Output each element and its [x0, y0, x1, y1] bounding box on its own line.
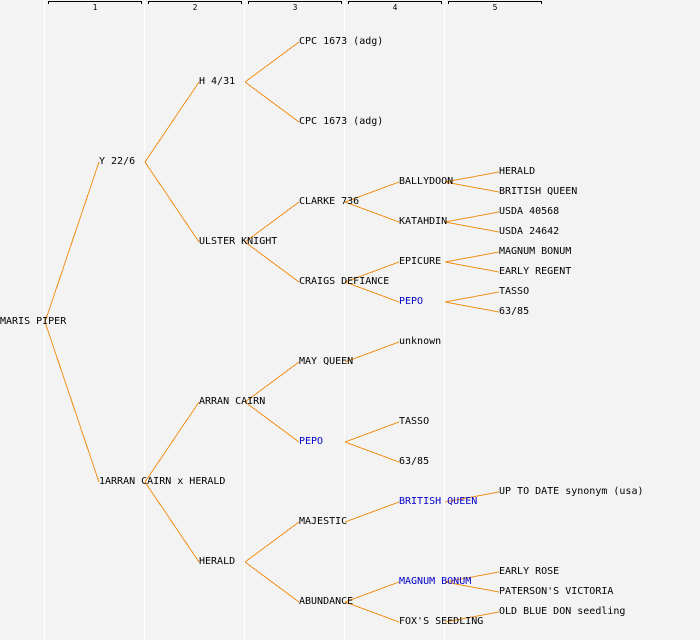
parent-link: [244, 41, 300, 83]
ancestor-variety[interactable]: FOX'S SEEDLING: [399, 616, 484, 627]
parent-link: [244, 561, 300, 603]
ancestor-variety[interactable]: BRITISH QUEEN: [499, 186, 578, 197]
parent-link: [444, 491, 500, 503]
parent-link: [344, 601, 400, 623]
parent-link: [244, 201, 300, 243]
parent-link: [444, 571, 500, 583]
ancestor-variety[interactable]: CPC 1673 (adg): [299, 36, 384, 47]
parent-link: [344, 441, 400, 463]
parent-link: [344, 581, 400, 603]
parent-link: [444, 291, 500, 303]
ancestor-variety[interactable]: USDA 40568: [499, 206, 560, 217]
generation-bracket: [448, 1, 542, 4]
parent-link: [244, 361, 300, 403]
root-variety[interactable]: MARIS PIPER: [0, 316, 67, 327]
generation-number: 1: [92, 3, 98, 12]
generation-bracket: [148, 1, 242, 4]
parent-link: [444, 301, 500, 313]
parent-link: [244, 241, 300, 283]
ancestor-variety[interactable]: BRITISH QUEEN: [399, 496, 478, 507]
ancestor-variety[interactable]: ARRAN CAIRN: [199, 396, 266, 407]
ancestor-variety[interactable]: EPICURE: [399, 256, 442, 267]
generation-bracket: [48, 1, 142, 4]
ancestor-variety[interactable]: BALLYDOON: [399, 176, 454, 187]
parent-link: [244, 401, 300, 443]
parent-link: [344, 261, 400, 283]
column-separator: [144, 0, 145, 640]
ancestor-variety[interactable]: ABUNDANCE: [299, 596, 354, 607]
parent-link: [44, 161, 100, 323]
ancestor-variety[interactable]: ULSTER KNIGHT: [199, 236, 278, 247]
parent-link: [244, 81, 300, 123]
generation-number: 2: [192, 3, 198, 12]
generation-number: 4: [392, 3, 398, 12]
ancestor-variety[interactable]: PATERSON'S VICTORIA: [499, 586, 614, 597]
ancestor-variety[interactable]: USDA 24642: [499, 226, 560, 237]
column-separator: [444, 0, 445, 640]
ancestor-variety[interactable]: UP TO DATE synonym (usa): [499, 486, 644, 497]
generation-bracket: [248, 1, 342, 4]
ancestor-variety[interactable]: HERALD: [499, 166, 536, 177]
parent-link: [344, 501, 400, 523]
column-separator: [344, 0, 345, 640]
parent-link: [444, 181, 500, 193]
ancestor-variety[interactable]: MAGNUM BONUM: [399, 576, 472, 587]
ancestor-variety[interactable]: 63/85: [399, 456, 430, 467]
ancestor-variety[interactable]: MAGNUM BONUM: [499, 246, 572, 257]
ancestor-variety[interactable]: TASSO: [499, 286, 530, 297]
ancestor-variety[interactable]: unknown: [399, 336, 442, 347]
parent-link: [444, 171, 500, 183]
ancestor-variety[interactable]: CPC 1673 (adg): [299, 116, 384, 127]
parent-link: [244, 521, 300, 563]
ancestor-variety[interactable]: PEPO: [399, 296, 424, 307]
ancestor-variety[interactable]: Y 22/6: [99, 156, 136, 167]
ancestor-variety[interactable]: H 4/31: [199, 76, 236, 87]
generation-number: 3: [292, 3, 298, 12]
parent-link: [444, 581, 500, 593]
parent-link: [444, 221, 500, 233]
parent-link: [444, 251, 500, 263]
generation-number: 5: [492, 3, 498, 12]
ancestor-variety[interactable]: CRAIGS DEFIANCE: [299, 276, 390, 287]
ancestor-variety[interactable]: EARLY ROSE: [499, 566, 560, 577]
parent-link: [444, 261, 500, 273]
parent-link: [144, 401, 200, 483]
ancestor-variety[interactable]: 1ARRAN CAIRN x HERALD: [99, 476, 226, 487]
parent-link: [144, 81, 200, 163]
parent-link: [344, 181, 400, 203]
ancestor-variety[interactable]: 63/85: [499, 306, 530, 317]
ancestor-variety[interactable]: OLD BLUE DON seedling: [499, 606, 626, 617]
parent-link: [44, 321, 100, 483]
ancestor-variety[interactable]: KATAHDIN: [399, 216, 448, 227]
generation-bracket: [348, 1, 442, 4]
ancestor-variety[interactable]: MAY QUEEN: [299, 356, 354, 367]
column-separator: [244, 0, 245, 640]
column-separator: [44, 0, 45, 640]
parent-link: [344, 421, 400, 443]
parent-link: [144, 161, 200, 243]
parent-link: [344, 201, 400, 223]
parent-link: [344, 341, 400, 363]
ancestor-variety[interactable]: HERALD: [199, 556, 236, 567]
ancestor-variety[interactable]: TASSO: [399, 416, 430, 427]
parent-link: [344, 281, 400, 303]
parent-link: [444, 211, 500, 223]
ancestor-variety[interactable]: PEPO: [299, 436, 324, 447]
parent-link: [144, 481, 200, 563]
ancestor-variety[interactable]: EARLY REGENT: [499, 266, 572, 277]
ancestor-variety[interactable]: MAJESTIC: [299, 516, 348, 527]
ancestor-variety[interactable]: CLARKE 736: [299, 196, 360, 207]
parent-link: [444, 611, 500, 623]
